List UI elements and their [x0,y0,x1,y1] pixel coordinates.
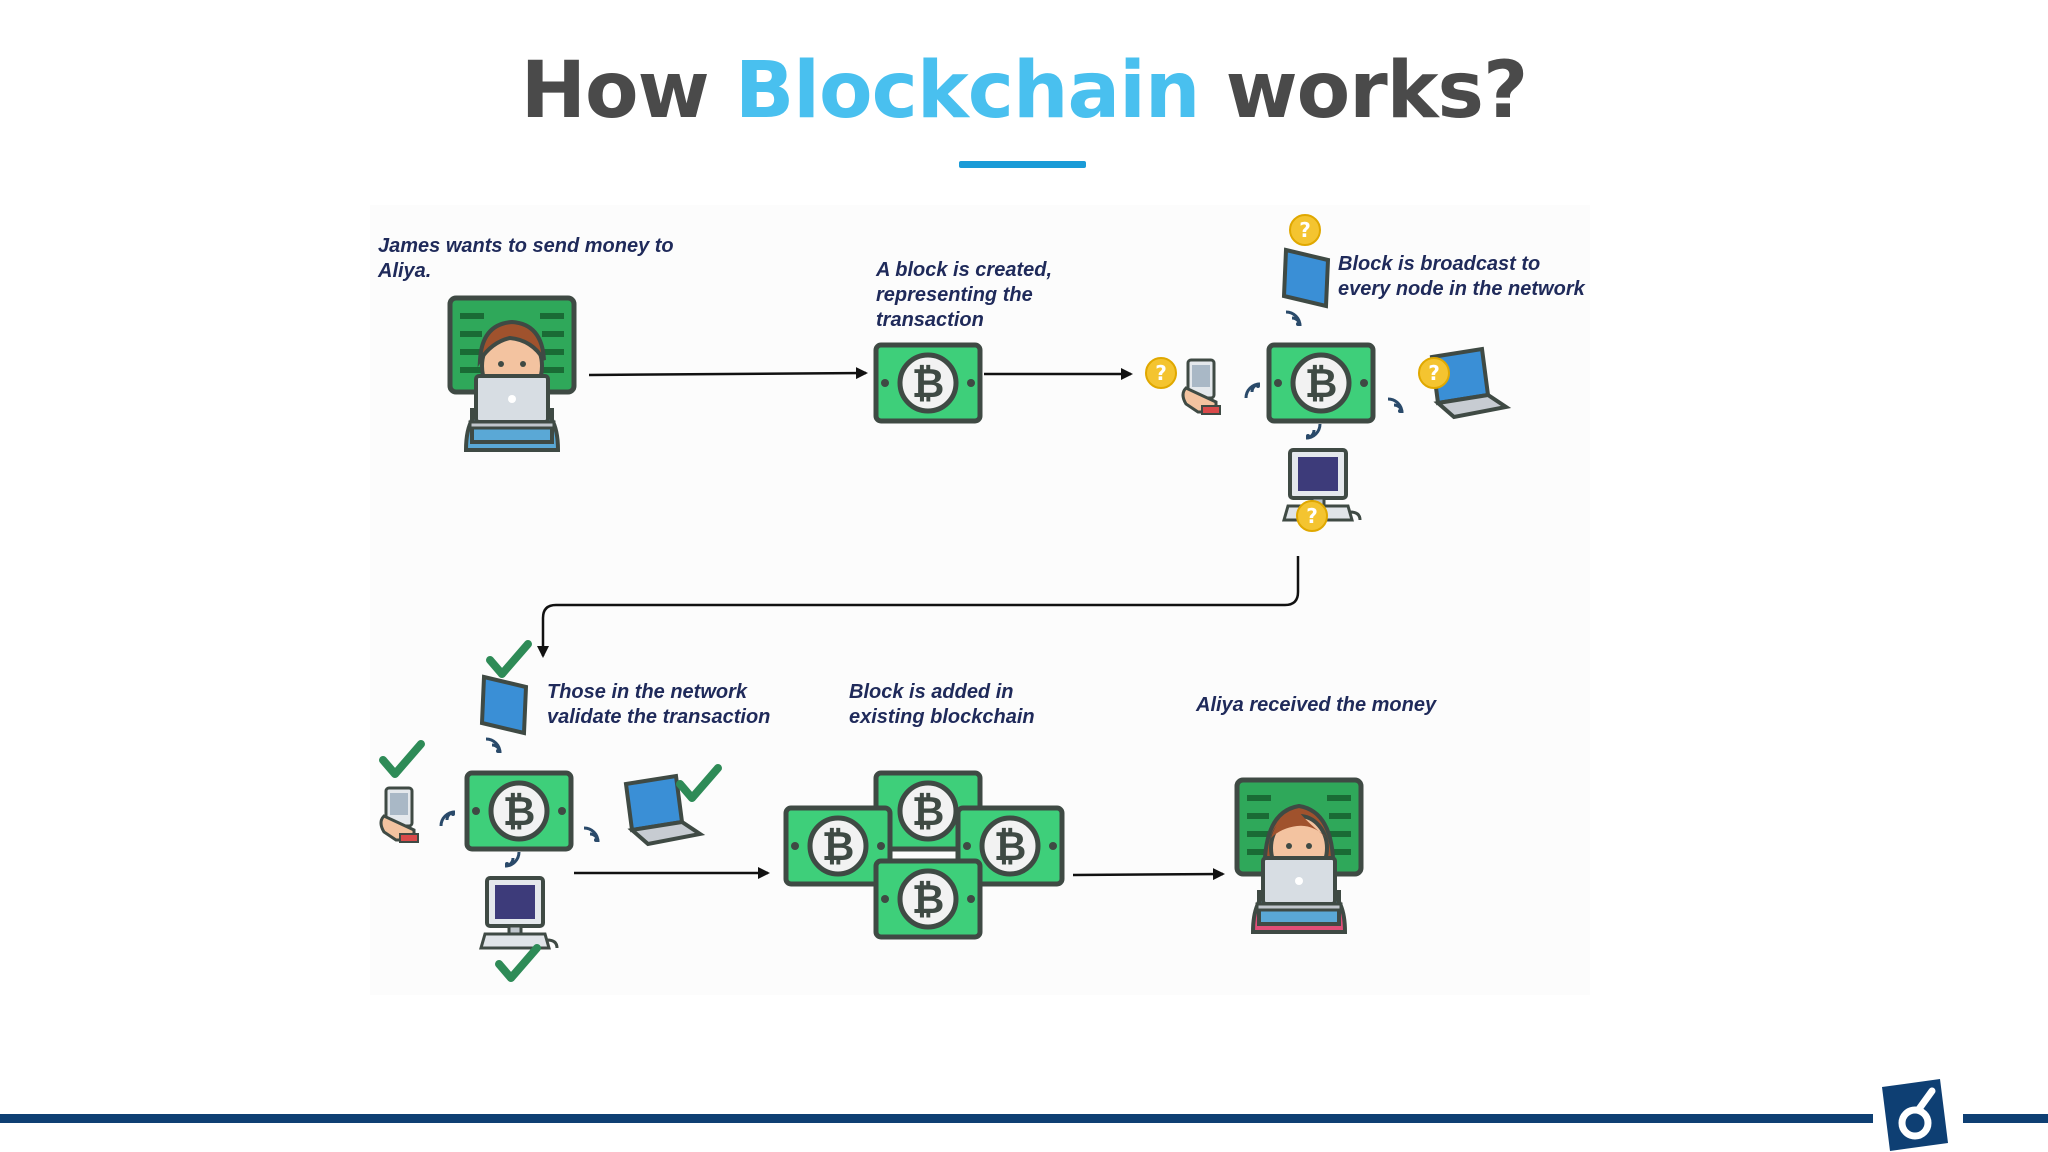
signal-icon [1284,310,1302,328]
arrow-broadcast-to-validate [537,556,1300,658]
arrow-added-to-received [1072,868,1225,881]
bitcoin-symbol: ₿ [912,877,945,923]
signal-icon [439,810,457,828]
check-icon [490,644,528,674]
validate-bill-icon: ₿ [467,773,571,849]
step-broadcast-label: Block is broadcast to every node in the … [1338,253,1585,300]
james-avatar-icon [450,298,574,452]
arrow-send-to-create [588,367,868,380]
signal-icon [1244,382,1262,400]
svg-text:?: ? [1155,361,1167,385]
title-suffix: works? [1225,46,1529,136]
title-underline [959,161,1086,168]
signal-icon [1386,397,1404,415]
step-create-label: A block is created, representing the tra… [876,259,1052,331]
broadcast-bill-icon: ₿ [1269,345,1373,421]
chain-bill-icon: ₿ [876,861,980,937]
svg-text:?: ? [1306,504,1318,528]
bitcoin-symbol: ₿ [912,361,945,407]
title-prefix: How [520,46,710,136]
bitcoin-symbol: ₿ [1305,361,1338,407]
footer-bar [0,1114,2048,1123]
block-bill-icon: ₿ [876,345,980,421]
aliya-avatar-icon [1237,780,1361,934]
desktop-icon [479,876,559,950]
question-icon: ? [1145,357,1177,389]
brand-logo-icon [1882,1079,1948,1151]
bitcoin-symbol: ₿ [822,824,855,870]
chain-bill-icon: ₿ [786,808,890,884]
bitcoin-symbol: ₿ [994,824,1027,870]
check-icon [499,948,537,978]
question-icon: ? [1418,357,1450,389]
svg-text:?: ? [1299,218,1311,242]
chain-bill-icon: ₿ [958,808,1062,884]
step-validate-label: Those in the network validate the transa… [547,681,771,728]
bitcoin-symbol: ₿ [912,789,945,835]
bitcoin-symbol: ₿ [503,789,536,835]
phone-icon [1181,358,1222,416]
title-highlight: Blockchain [734,46,1201,136]
signal-icon [503,850,521,868]
flow-arrows [537,367,1300,881]
question-icon: ? [1296,500,1328,532]
tablet-icon [480,675,528,735]
check-icon [680,768,718,798]
chain-bill-icon: ₿ [876,773,980,849]
tablet-icon [1282,248,1330,308]
phone-icon [379,786,420,844]
step-added-label: Block is added in existing blockchain [849,681,1035,728]
check-icon [383,744,421,774]
laptop-icon [624,774,702,846]
signal-icon [1304,422,1322,440]
step-send-label: James wants to send money to Aliya. [378,235,674,282]
signal-icon [582,826,600,844]
step-received-label: Aliya received the money [1196,694,1437,716]
svg-text:?: ? [1428,361,1440,385]
signal-icon [484,737,502,755]
page-title: How Blockchain works? [0,52,2048,130]
question-icon: ? [1289,214,1321,246]
